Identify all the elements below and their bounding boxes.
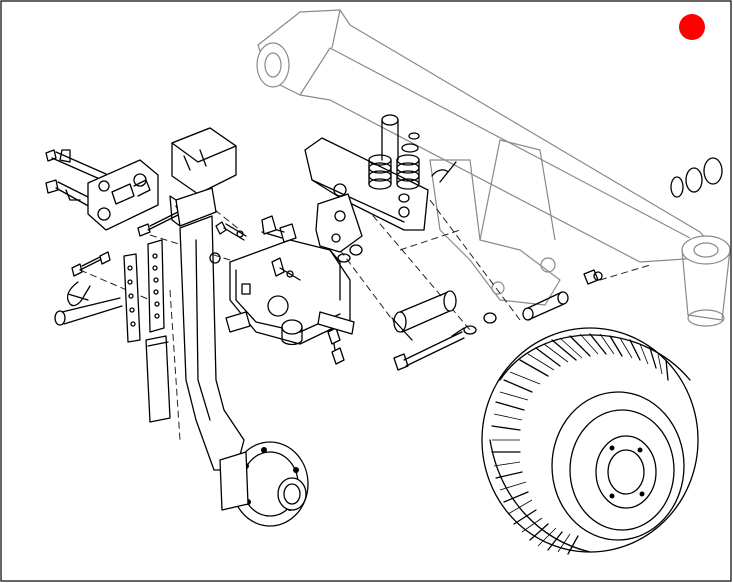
axle-frame-ghost xyxy=(256,9,731,327)
bushing-tube xyxy=(522,291,569,321)
compression-spring-left xyxy=(368,154,392,190)
compression-spring-right xyxy=(396,132,420,190)
bolt-set-left xyxy=(45,149,107,209)
hitch-pin xyxy=(431,161,457,183)
housing-pin xyxy=(225,311,251,333)
small-bolts xyxy=(317,311,355,365)
thrust-washers xyxy=(670,157,723,198)
mounting-plate xyxy=(87,159,159,231)
status-marker xyxy=(679,14,705,40)
spacer-plate xyxy=(145,335,171,423)
bracket-bolt xyxy=(215,221,247,241)
swivel-pin-cap xyxy=(281,319,303,346)
caster-fork-arm xyxy=(179,215,245,471)
frame-pivot-boss xyxy=(256,42,290,88)
adjuster-strap-right xyxy=(147,239,165,333)
bracket-block xyxy=(175,187,217,227)
tire-and-wheel xyxy=(481,327,699,555)
washer-mid xyxy=(483,312,497,324)
spring-pin xyxy=(381,114,399,161)
lever-link xyxy=(315,193,363,263)
frame-nut xyxy=(583,269,603,285)
adjuster-strap-left xyxy=(123,253,141,343)
tire-tread xyxy=(491,333,669,555)
hair-pin-clip xyxy=(66,281,91,307)
nut-and-lock xyxy=(261,215,297,243)
bolt-with-nut xyxy=(71,251,111,277)
clevis-pin xyxy=(54,297,123,326)
caster-top-bracket xyxy=(169,127,237,227)
frame-end-bushing xyxy=(681,235,731,265)
long-bolt xyxy=(393,325,477,371)
wheel-hub xyxy=(219,441,309,527)
lift-arm xyxy=(304,137,429,231)
wheel-center-disc xyxy=(595,435,657,509)
pivot-pin xyxy=(391,290,457,341)
grease-fitting xyxy=(271,257,301,281)
washer-small xyxy=(398,193,410,203)
